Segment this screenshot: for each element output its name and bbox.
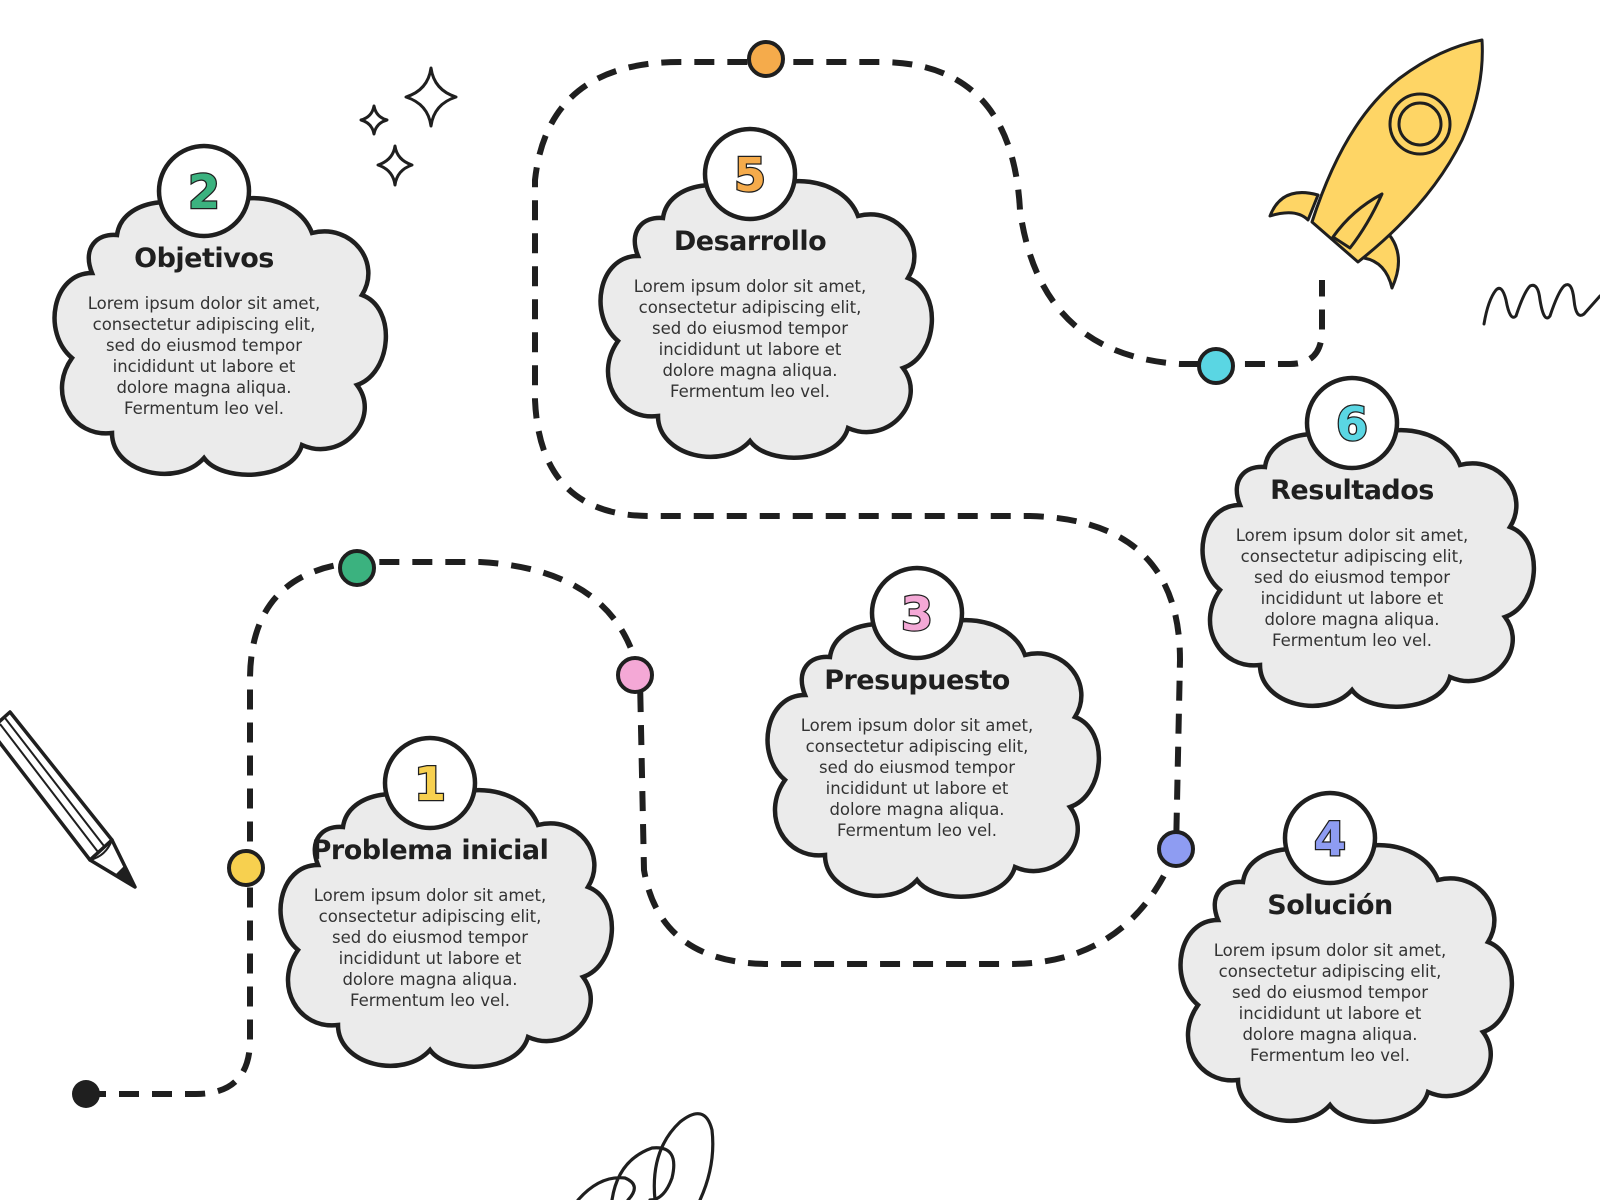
step-text-line: Lorem ipsum dolor sit amet, [88,294,321,313]
step-text-line: dolore magna aliqua. [1242,1025,1417,1044]
step-number: 5 [734,148,766,202]
step-number: 2 [188,165,220,219]
rocket-icon [1268,38,1484,290]
step-text-line: sed do eiusmod tempor [106,336,302,355]
step-number-badge [382,735,478,831]
step-number: 1 [414,757,446,811]
path-dot-4 [1157,830,1195,868]
step-text-line: Lorem ipsum dolor sit amet, [1236,526,1469,545]
step-text-line: dolore magna aliqua. [116,378,291,397]
step-number: 3 [901,587,933,641]
step-text-line: Fermentum leo vel. [350,991,510,1010]
step-text-line: sed do eiusmod tempor [652,319,848,338]
step-title: Objetivos [134,243,274,274]
step-text-line: sed do eiusmod tempor [1232,983,1428,1002]
step-text-line: Fermentum leo vel. [670,382,830,401]
pencil-icon [0,710,137,889]
step-text-line: incididunt ut labore et [339,949,522,968]
scribble-loop-icon [576,1112,715,1200]
path-dot-2 [338,549,376,587]
step-text-line: consectetur adipiscing elit, [1241,547,1464,566]
step-title: Problema inicial [312,835,549,866]
step-text-line: consectetur adipiscing elit, [806,737,1029,756]
step-text-line: sed do eiusmod tempor [819,758,1015,777]
step-text-line: dolore magna aliqua. [662,361,837,380]
step-text-line: Fermentum leo vel. [1272,631,1432,650]
step-text-line: Lorem ipsum dolor sit amet, [1214,941,1447,960]
step-text-line: consectetur adipiscing elit, [1219,962,1442,981]
step-number-badge [1282,790,1378,886]
step-text-line: consectetur adipiscing elit, [319,907,542,926]
zigzag-icon [1482,283,1600,326]
sparkles-icon [359,66,458,187]
step-text-line: incididunt ut labore et [659,340,842,359]
step-text-line: incididunt ut labore et [826,779,1009,798]
step-text-line: incididunt ut labore et [113,357,296,376]
step-text-line: dolore magna aliqua. [342,970,517,989]
step-number-badge [156,143,252,239]
step-text-line: Lorem ipsum dolor sit amet, [314,886,547,905]
step-title: Resultados [1270,475,1434,506]
step-text-line: incididunt ut labore et [1239,1004,1422,1023]
step-text-line: Fermentum leo vel. [837,821,997,840]
path-dot-5 [747,40,785,78]
step-text-line: sed do eiusmod tempor [332,928,528,947]
step-text-line: consectetur adipiscing elit, [639,298,862,317]
step-text-line: Lorem ipsum dolor sit amet, [634,277,867,296]
step-text-line: Fermentum leo vel. [124,399,284,418]
path-start-dot [72,1080,100,1108]
step-text-line: dolore magna aliqua. [829,800,1004,819]
step-number-badge [869,565,965,661]
path-dot-3 [616,656,654,694]
roadmap-path [86,59,1325,1097]
step-number-badge [1304,375,1400,471]
step-text-line: consectetur adipiscing elit, [93,315,316,334]
step-title: Solución [1267,890,1393,921]
step-title: Presupuesto [824,665,1010,696]
step-text-line: Lorem ipsum dolor sit amet, [801,716,1034,735]
path-dot-1 [227,849,265,887]
step-number-badge [702,126,798,222]
step-text-line: Fermentum leo vel. [1250,1046,1410,1065]
step-number: 6 [1336,397,1368,451]
step-title: Desarrollo [674,226,826,257]
step-text-line: incididunt ut labore et [1261,589,1444,608]
step-text-line: dolore magna aliqua. [1264,610,1439,629]
step-text-line: sed do eiusmod tempor [1254,568,1450,587]
step-number: 4 [1314,812,1346,866]
path-dot-6 [1197,347,1235,385]
